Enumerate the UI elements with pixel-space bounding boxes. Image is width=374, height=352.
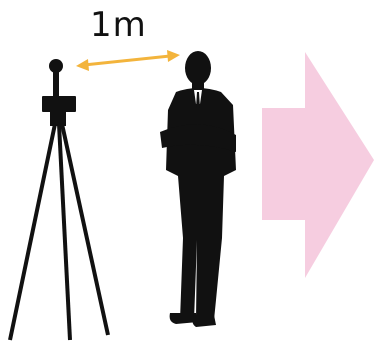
distance-label: 1m	[90, 8, 147, 42]
right-arrow-icon	[262, 52, 374, 278]
distance-arrow	[76, 50, 180, 71]
tripod-camera-icon	[10, 59, 108, 340]
